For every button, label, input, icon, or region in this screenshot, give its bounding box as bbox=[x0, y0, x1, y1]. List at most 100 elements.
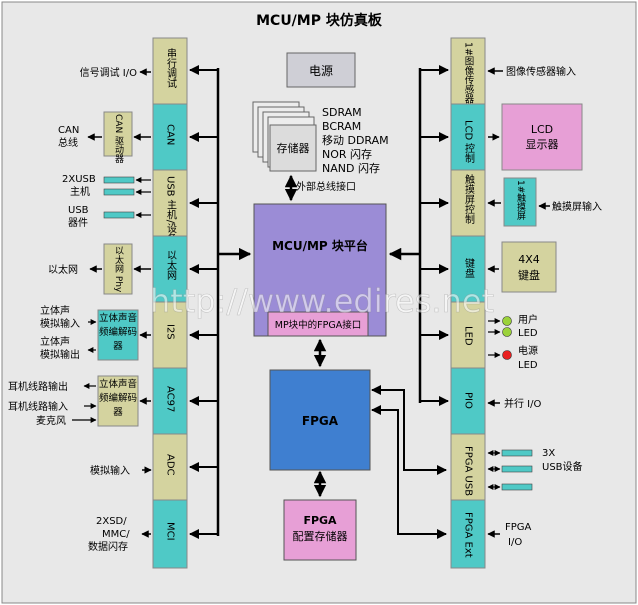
serial-debug-block bbox=[152, 37, 188, 105]
i2s-ext-line4: 模拟输出 bbox=[40, 348, 80, 361]
memory-type-3: 移动 DDRAM bbox=[322, 134, 389, 147]
fpga-ext-line2: I/O bbox=[508, 537, 522, 548]
memory-block bbox=[269, 124, 317, 172]
fpga-usb-ext-line2: USB设备 bbox=[542, 460, 583, 473]
ac97-ext-line1: 耳机线路输出 bbox=[8, 380, 68, 393]
can-block bbox=[152, 103, 188, 171]
right-column: 1#图像传感器 图像传感器输入 LCD 控制 LCD 显示器 触摸屏控制 1#触… bbox=[388, 37, 602, 569]
ethernet-phy-label: 以太网 Phy bbox=[113, 246, 124, 293]
i2s-codec-block bbox=[97, 309, 139, 361]
ac97-codec-block bbox=[97, 375, 139, 427]
mci-ext-line2: MMC/ bbox=[102, 529, 130, 540]
user-led-2 bbox=[502, 327, 512, 337]
ac97-ext-line2: 耳机线路输入 bbox=[8, 400, 68, 413]
usb-ext-line2: 主机 bbox=[70, 185, 90, 198]
user-led-1 bbox=[502, 316, 512, 326]
fpga-usb-ext-line1: 3X bbox=[542, 448, 555, 459]
i2s-ext-line3: 立体声 bbox=[40, 335, 70, 348]
memory-type-1: SDRAM bbox=[322, 106, 362, 119]
led-ext-line2: LED bbox=[518, 328, 538, 339]
memory-label: 存储器 bbox=[277, 141, 310, 155]
external-bus-label: 外部总线接口 bbox=[296, 180, 356, 193]
lcd-display-line1: LCD bbox=[531, 123, 553, 136]
can-ext-line1: CAN bbox=[58, 125, 79, 136]
keypad-line1: 4X4 bbox=[518, 253, 540, 266]
ac97-ext-line3: 麦克风 bbox=[36, 415, 66, 427]
fpga-usb-port-3 bbox=[501, 483, 533, 491]
fpga-usb-label: FPGA USB bbox=[463, 446, 474, 496]
adc-ext: 模拟输入 bbox=[90, 464, 130, 477]
can-driver-label: CAN 驱动器 bbox=[113, 114, 124, 163]
power-block bbox=[286, 52, 356, 88]
fpga-label: FPGA bbox=[302, 414, 339, 428]
image-sensor-ext: 图像传感器输入 bbox=[506, 65, 576, 78]
left-column: 串行调试 信号调试 I/O CAN CAN 驱动器 CAN 总线 USB 主机/… bbox=[8, 37, 252, 569]
mci-block bbox=[152, 499, 188, 569]
mci-label: MCI bbox=[165, 522, 176, 541]
image-sensor-block bbox=[450, 37, 486, 105]
touch-control-block bbox=[450, 169, 486, 237]
fpga-usb-port-2 bbox=[501, 465, 533, 473]
pio-ext: 并行 I/O bbox=[504, 397, 541, 410]
usb-port-2 bbox=[103, 188, 135, 196]
led-ext-line1: 用户 bbox=[518, 313, 538, 326]
ethernet-ext: 以太网 bbox=[48, 263, 78, 276]
led-label: LED bbox=[463, 326, 474, 346]
can-driver-block bbox=[103, 111, 133, 157]
i2s-block bbox=[152, 301, 188, 369]
touch-screen-label: 1#触摸屏 bbox=[515, 180, 526, 221]
watermark: http://www.edires.net bbox=[150, 282, 494, 320]
power-label: 电源 bbox=[309, 64, 333, 78]
serial-debug-ext: 信号调试 I/O bbox=[80, 66, 137, 79]
adc-label: ADC bbox=[165, 454, 176, 476]
usb-ext-line3: USB bbox=[68, 205, 89, 216]
usb-port-3 bbox=[103, 211, 135, 219]
touch-screen-ext: 触摸屏输入 bbox=[552, 200, 602, 213]
usb-ext-line4: 器件 bbox=[68, 217, 88, 229]
fpga-ext-block bbox=[450, 499, 486, 569]
usb-ext-line1: 2XUSB bbox=[62, 174, 96, 185]
can-label: CAN bbox=[165, 124, 176, 145]
fpga-block bbox=[269, 369, 371, 471]
usb-label: USB 主机/设备 bbox=[165, 176, 177, 244]
ethernet-block bbox=[152, 235, 188, 303]
serial-debug-label: 串行调试 bbox=[165, 48, 177, 88]
fpga-config-line2: 配置存储器 bbox=[293, 529, 348, 543]
center-column: 电源 存储器 SDRAM BCRAM 移动 DDRAM NOR 闪存 NAND … bbox=[252, 52, 447, 561]
fpga-ext-line1: FPGA bbox=[505, 522, 532, 533]
fpga-interface-label: MP块中的FPGA接口 bbox=[275, 319, 361, 331]
keyboard-block bbox=[450, 235, 486, 303]
lcd-display-line2: 显示器 bbox=[526, 138, 559, 151]
pio-block bbox=[450, 367, 486, 435]
ac97-label: AC97 bbox=[165, 386, 176, 412]
fpga-usb-block bbox=[450, 433, 486, 501]
diagram-title: MCU/MP 块仿真板 bbox=[256, 12, 383, 29]
fpga-config-line1: FPGA bbox=[303, 514, 337, 527]
fpga-ext-label: FPGA Ext bbox=[463, 512, 474, 558]
mci-ext-line1: 2XSD/ bbox=[96, 516, 127, 527]
image-sensor-label: 1#图像传感器 bbox=[463, 42, 475, 104]
memory-type-4: NOR 闪存 bbox=[322, 147, 372, 161]
mci-ext-line3: 数据闪存 bbox=[88, 540, 128, 553]
ac97-codec-label: 立体声音频编解码器 bbox=[98, 379, 137, 418]
ethernet-label: 以太网 bbox=[165, 250, 177, 281]
keypad-line2: 键盘 bbox=[518, 268, 540, 282]
keyboard-label: 键盘 bbox=[463, 257, 475, 278]
keypad-block bbox=[501, 241, 557, 293]
usb-port-1 bbox=[103, 176, 135, 184]
lcd-control-label: LCD 控制 bbox=[463, 120, 475, 163]
touch-screen-block bbox=[503, 177, 537, 227]
lcd-control-block bbox=[450, 103, 486, 171]
touch-control-label: 触摸屏控制 bbox=[463, 173, 475, 224]
memory-type-5: NAND 闪存 bbox=[322, 161, 380, 175]
fpga-interface-block bbox=[267, 311, 369, 337]
i2s-label: I2S bbox=[165, 324, 176, 340]
ac97-block bbox=[152, 367, 188, 435]
i2s-ext-line2: 模拟输入 bbox=[40, 317, 80, 330]
led-ext-line4: LED bbox=[518, 360, 538, 371]
i2s-ext-line1: 立体声 bbox=[40, 304, 70, 317]
power-led bbox=[502, 350, 512, 360]
memory-type-2: BCRAM bbox=[322, 120, 361, 133]
mcu-core-label: MCU/MP 块平台 bbox=[272, 238, 368, 253]
